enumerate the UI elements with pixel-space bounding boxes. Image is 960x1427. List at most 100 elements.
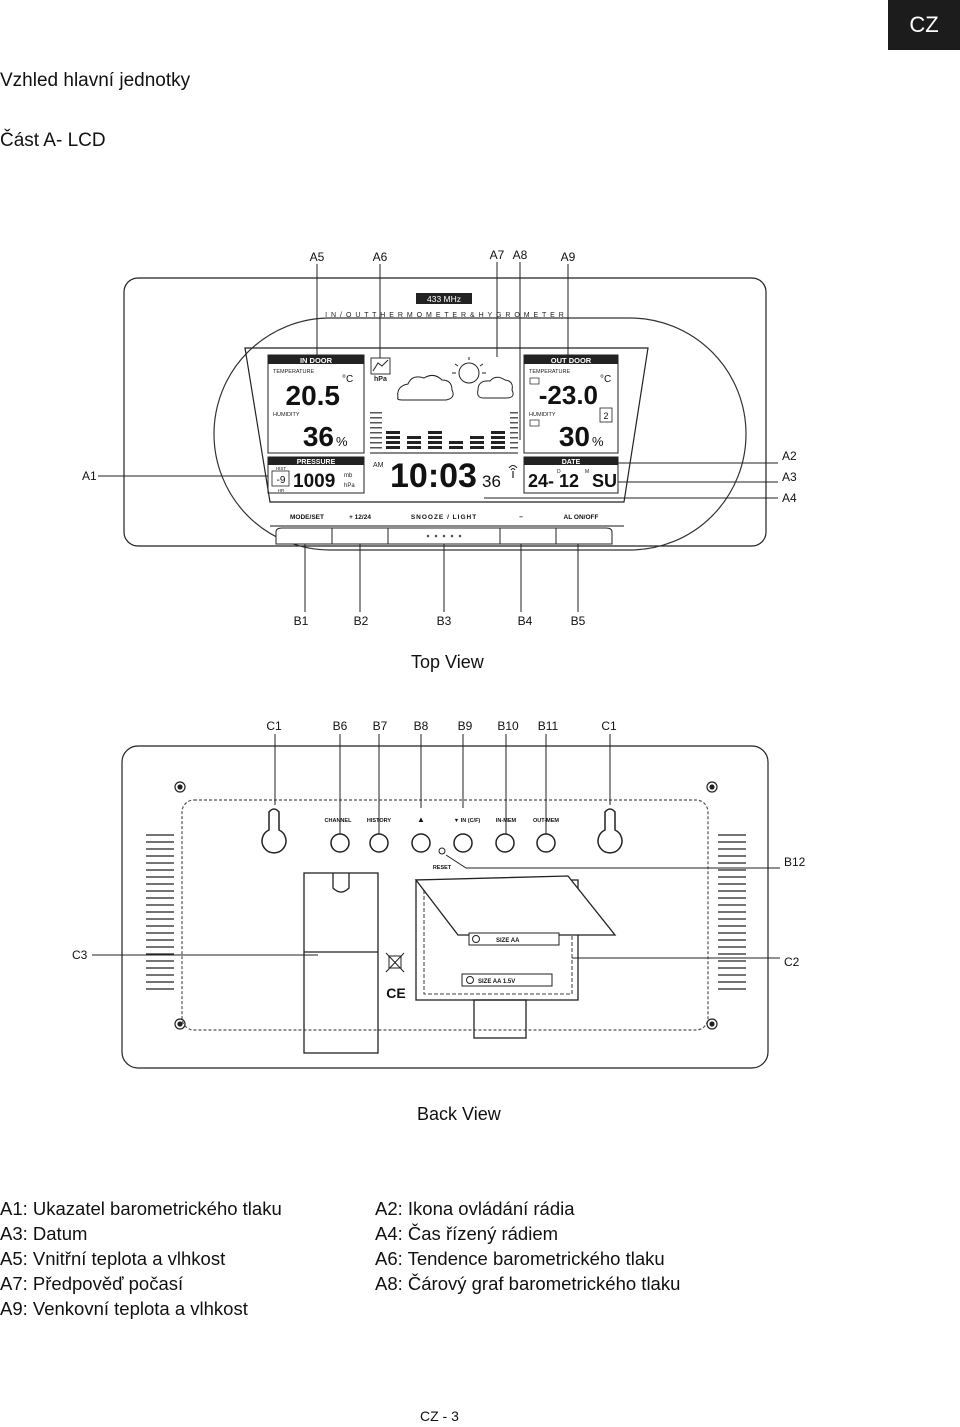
callout-b11: B11 bbox=[538, 719, 559, 733]
battery-top: SIZE AA bbox=[468, 932, 560, 946]
svg-text:OUT DOOR: OUT DOOR bbox=[551, 356, 592, 365]
svg-text:mb: mb bbox=[344, 473, 353, 479]
weather-forecast-icon bbox=[397, 357, 514, 401]
out-mem-button[interactable] bbox=[536, 833, 556, 853]
page-heading: Vzhled hlavní jednotky bbox=[0, 70, 191, 91]
svg-text:%: % bbox=[592, 434, 604, 449]
mode-set-button[interactable] bbox=[275, 527, 333, 545]
callout-a6: A6 bbox=[373, 250, 388, 264]
callout-b10: B10 bbox=[497, 719, 519, 733]
up-button[interactable] bbox=[411, 833, 431, 853]
callout-a9: A9 bbox=[561, 250, 576, 264]
mode-set-label: MODE/SET bbox=[290, 514, 324, 521]
legend-item: A7: Předpověď počasí bbox=[0, 1273, 184, 1294]
callout-c2: C2 bbox=[784, 955, 800, 969]
callout-c1-left: C1 bbox=[266, 719, 282, 733]
clock-time: 10:03 bbox=[390, 457, 477, 495]
indoor-humidity-value: 36 bbox=[303, 421, 334, 452]
back-inner-panel bbox=[181, 799, 709, 1031]
callout-b8: B8 bbox=[414, 719, 429, 733]
snooze-light-label: SNOOZE / LIGHT bbox=[411, 514, 477, 521]
svg-text:HUMIDITY: HUMIDITY bbox=[273, 412, 300, 418]
date-value: 24- 12 bbox=[528, 471, 579, 491]
top-view-caption: Top View bbox=[411, 652, 484, 672]
screw-icons bbox=[174, 781, 718, 1030]
vent-left bbox=[146, 834, 174, 990]
back-view-caption: Back View bbox=[417, 1104, 501, 1124]
bezel-outline bbox=[213, 317, 747, 551]
svg-text:IN DOOR: IN DOOR bbox=[300, 356, 333, 365]
svg-text:HR: HR bbox=[278, 488, 285, 493]
legend-item: A1: Ukazatel barometrického tlaku bbox=[0, 1198, 282, 1219]
12-24-button[interactable] bbox=[331, 527, 389, 545]
battery-bottom: SIZE AA 1.5V bbox=[461, 973, 553, 987]
legend-item: A2: Ikona ovládání rádia bbox=[375, 1198, 575, 1219]
channel-button[interactable] bbox=[330, 833, 350, 853]
legend-item: A4: Čas řízený rádiem bbox=[375, 1223, 559, 1244]
callout-b7: B7 bbox=[373, 719, 388, 733]
battery-compartment bbox=[414, 875, 617, 1039]
callout-c3: C3 bbox=[72, 948, 88, 962]
svg-text:TEMPERATURE: TEMPERATURE bbox=[273, 369, 314, 375]
wall-mount-right bbox=[597, 808, 623, 854]
callout-a5: A5 bbox=[310, 250, 325, 264]
legend-right: A2: Ikona ovládání rádia A4: Čas řízený … bbox=[375, 1196, 680, 1296]
ce-mark: CE bbox=[386, 985, 405, 1001]
callout-b5: B5 bbox=[571, 614, 586, 628]
frequency-badge bbox=[416, 293, 472, 304]
legend-left: A1: Ukazatel barometrického tlaku A3: Da… bbox=[0, 1196, 282, 1321]
svg-text:2: 2 bbox=[603, 411, 608, 421]
stand bbox=[303, 872, 379, 1054]
date-panel: DATE 24- 12 D M SU bbox=[523, 456, 619, 494]
callout-b3: B3 bbox=[437, 614, 452, 628]
callout-a3: A3 bbox=[782, 470, 797, 484]
12-24-label: + 12/24 bbox=[349, 514, 371, 521]
legend-item: A9: Venkovní teplota a vlhkost bbox=[0, 1298, 248, 1319]
svg-text:AM: AM bbox=[373, 462, 384, 469]
brand-strip: I N / O U T T H E R M O M E T E R & H Y … bbox=[325, 312, 565, 319]
in-mem-button[interactable] bbox=[495, 833, 515, 853]
reset-button[interactable] bbox=[438, 847, 446, 855]
page-number: CZ - 3 bbox=[420, 1408, 459, 1424]
svg-text:HUMIDITY: HUMIDITY bbox=[529, 412, 556, 418]
legend-item: A8: Čárový graf barometrického tlaku bbox=[375, 1273, 681, 1294]
pressure-bar-graph bbox=[370, 412, 518, 454]
callout-b6: B6 bbox=[333, 719, 348, 733]
reset-label: RESET bbox=[433, 865, 452, 871]
indoor-panel: IN DOOR TEMPERATURE 20.5 °C HUMIDITY 36 … bbox=[267, 354, 365, 454]
outdoor-temp-value: -23.0 bbox=[539, 380, 598, 410]
indoor-temp-value: 20.5 bbox=[286, 380, 341, 411]
svg-text:hPa: hPa bbox=[374, 376, 387, 383]
weee-mark bbox=[385, 952, 405, 973]
channel-label: CHANNEL bbox=[325, 818, 353, 824]
legend-item: A6: Tendence barometrického tlaku bbox=[375, 1248, 665, 1269]
callout-b4: B4 bbox=[518, 614, 533, 628]
svg-text:PRESSURE: PRESSURE bbox=[297, 459, 336, 466]
pressure-panel: PRESSURE HIST -9 HR 1009 mb hPa bbox=[267, 456, 365, 494]
svg-text:DATE: DATE bbox=[562, 459, 581, 466]
pressure-value: 1009 bbox=[293, 471, 335, 492]
svg-text:TEMPERATURE: TEMPERATURE bbox=[529, 369, 570, 375]
top-view-diagram: 433 MHz I N / O U T T H E R M O M E T E … bbox=[82, 248, 797, 628]
weekday-value: SU bbox=[592, 471, 617, 491]
svg-text:-9: -9 bbox=[277, 475, 286, 486]
wall-mount-left bbox=[261, 808, 287, 854]
clock-seconds: 36 bbox=[482, 472, 501, 491]
back-view-diagram: CHANNEL HISTORY ▲ ▼ IN (C/F) IN-MEM OUT-… bbox=[72, 719, 806, 1069]
svg-text:°C: °C bbox=[600, 374, 611, 385]
svg-text:SIZE AA 1.5V: SIZE AA 1.5V bbox=[478, 979, 515, 985]
pressure-trend-icon: hPa bbox=[370, 357, 391, 383]
history-button[interactable] bbox=[369, 833, 389, 853]
outdoor-humidity-value: 30 bbox=[559, 421, 590, 452]
callout-b2: B2 bbox=[354, 614, 369, 628]
minus-label: − bbox=[519, 514, 523, 521]
svg-text:SIZE AA: SIZE AA bbox=[496, 938, 520, 944]
callout-b12: B12 bbox=[784, 855, 806, 869]
down-cf-button[interactable] bbox=[453, 833, 473, 853]
outdoor-panel: OUT DOOR TEMPERATURE -23.0 °C HUMIDITY 2… bbox=[523, 354, 619, 454]
alarm-on-off-button[interactable] bbox=[555, 527, 613, 545]
in-cf-label: ▼ IN (C/F) bbox=[454, 818, 481, 824]
svg-text:°C: °C bbox=[342, 374, 353, 385]
radio-clock: AM 10:03 36 bbox=[373, 457, 518, 495]
minus-button[interactable] bbox=[499, 527, 557, 545]
